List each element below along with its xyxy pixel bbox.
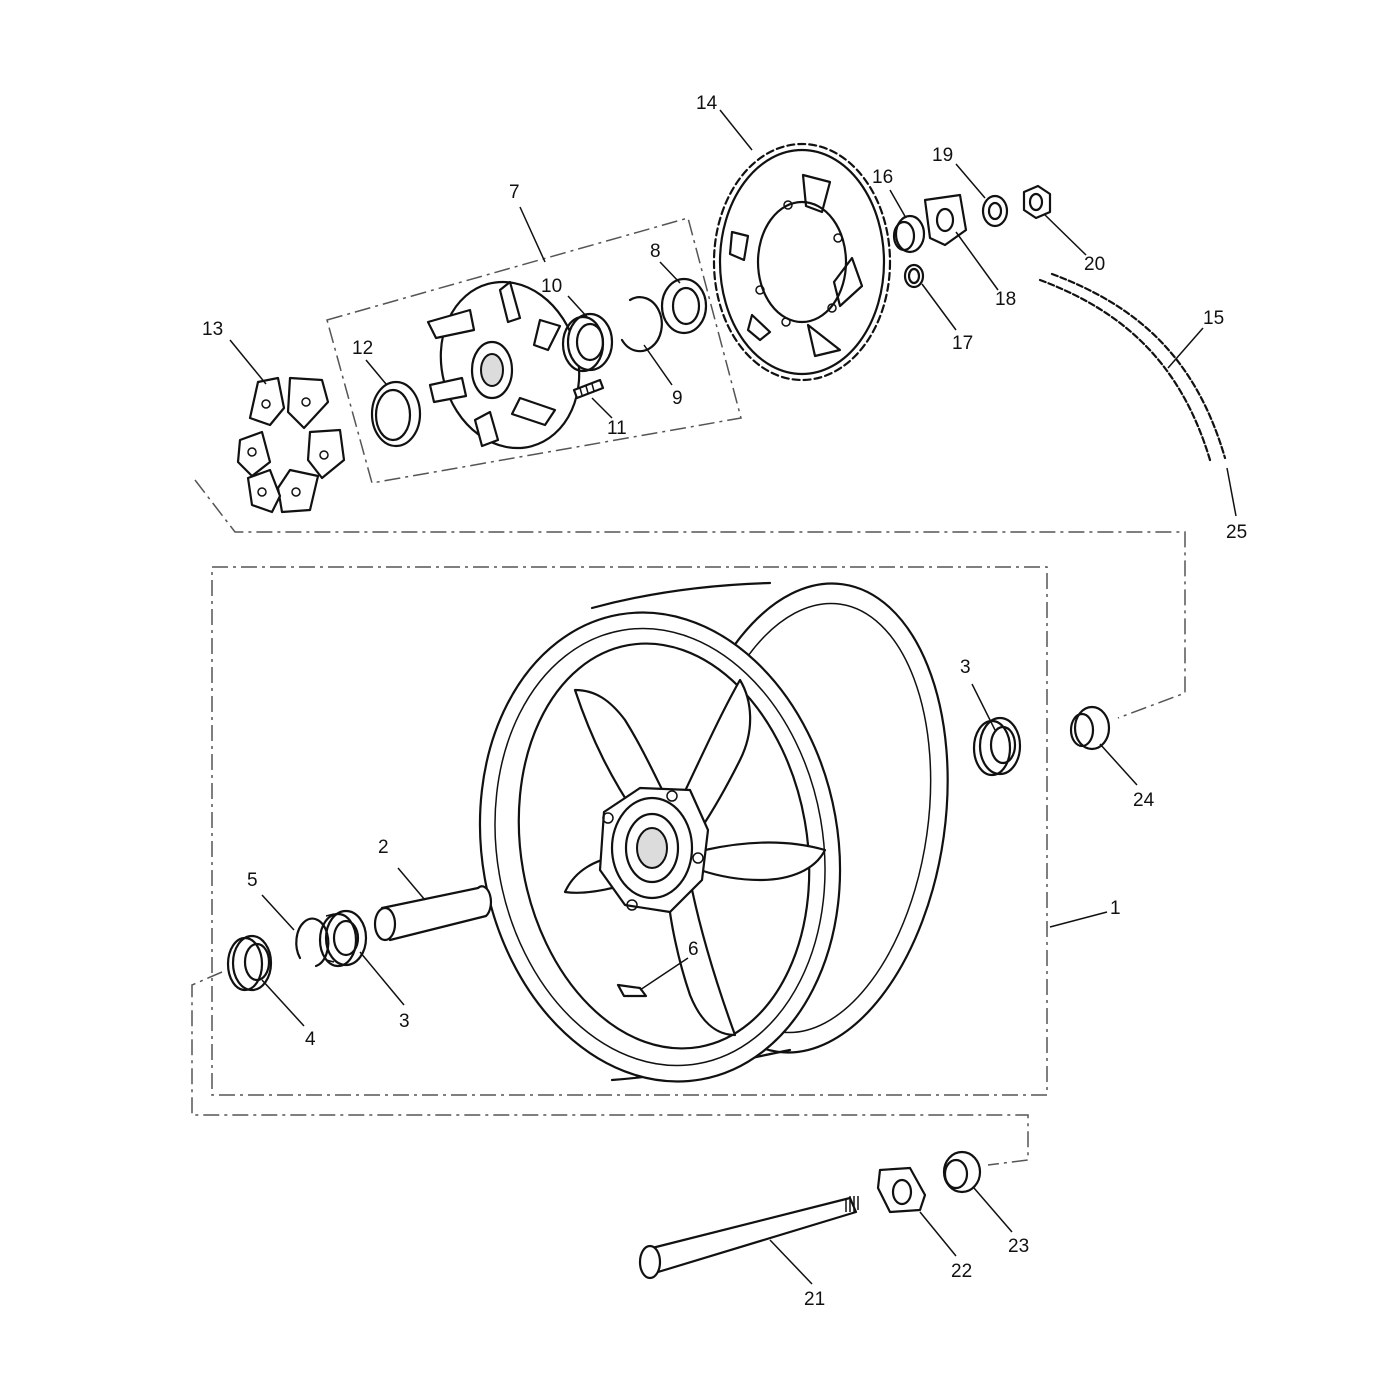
drive-chain bbox=[1038, 272, 1227, 462]
axle-spindle bbox=[638, 1196, 859, 1280]
callout-5: 5 bbox=[247, 870, 258, 891]
callout-20: 20 bbox=[1084, 254, 1105, 275]
chain-adjuster-lower bbox=[876, 1166, 927, 1214]
leader-lines bbox=[229, 109, 1237, 1285]
callout-3a: 3 bbox=[960, 657, 971, 678]
callout-8: 8 bbox=[650, 241, 661, 262]
stud bbox=[572, 378, 605, 400]
rear-sprocket bbox=[712, 142, 892, 382]
spacer-ring bbox=[370, 380, 422, 448]
callout-22: 22 bbox=[951, 1261, 972, 1282]
callout-numbers: 1 2 3 3 4 5 6 7 8 9 10 11 12 13 14 15 16… bbox=[202, 93, 1247, 1310]
bearing-left bbox=[318, 909, 368, 968]
callout-6: 6 bbox=[688, 939, 699, 960]
axle-spacer bbox=[942, 1150, 982, 1194]
callout-13: 13 bbox=[202, 319, 223, 340]
callout-15: 15 bbox=[1203, 308, 1224, 329]
callout-12: 12 bbox=[352, 338, 373, 359]
hub-seal bbox=[660, 277, 708, 335]
callout-9: 9 bbox=[672, 388, 683, 409]
callout-18: 18 bbox=[995, 289, 1016, 310]
washer bbox=[981, 194, 1009, 228]
spacer bbox=[373, 885, 493, 942]
hub-assembly-boundary bbox=[326, 217, 742, 484]
bearing-right bbox=[972, 716, 1022, 777]
cush-rubber-connection-line bbox=[194, 479, 1186, 719]
callout-3b: 3 bbox=[399, 1011, 410, 1032]
callout-25: 25 bbox=[1226, 522, 1247, 543]
nut bbox=[1022, 184, 1052, 220]
callout-19: 19 bbox=[932, 145, 953, 166]
callout-11: 11 bbox=[607, 418, 627, 439]
callout-16: 16 bbox=[872, 167, 893, 188]
bush bbox=[903, 263, 925, 289]
axle-connection-line bbox=[191, 971, 1029, 1166]
cush-drive-hub bbox=[426, 280, 581, 450]
rear-wheel bbox=[478, 581, 949, 1083]
sprocket-spacer bbox=[892, 214, 926, 254]
callout-23: 23 bbox=[1008, 1236, 1029, 1257]
wheel-assembly-boundary bbox=[211, 566, 1048, 1096]
seal bbox=[226, 934, 273, 992]
callout-10: 10 bbox=[541, 276, 562, 297]
callout-1: 1 bbox=[1110, 898, 1121, 919]
hub-circlip bbox=[620, 296, 663, 353]
callout-17: 17 bbox=[952, 333, 973, 354]
callout-24: 24 bbox=[1133, 790, 1155, 811]
cush-drive-rubbers bbox=[236, 376, 346, 514]
circlip bbox=[295, 917, 330, 968]
callout-14: 14 bbox=[696, 93, 718, 114]
valve bbox=[616, 983, 648, 998]
callout-21: 21 bbox=[804, 1289, 825, 1310]
callout-2: 2 bbox=[378, 837, 389, 858]
assembly-boundaries bbox=[191, 217, 1186, 1166]
wheel-spacer bbox=[1069, 705, 1111, 751]
callout-7: 7 bbox=[509, 182, 520, 203]
hub-bearing bbox=[561, 312, 614, 373]
callout-4: 4 bbox=[305, 1029, 316, 1050]
